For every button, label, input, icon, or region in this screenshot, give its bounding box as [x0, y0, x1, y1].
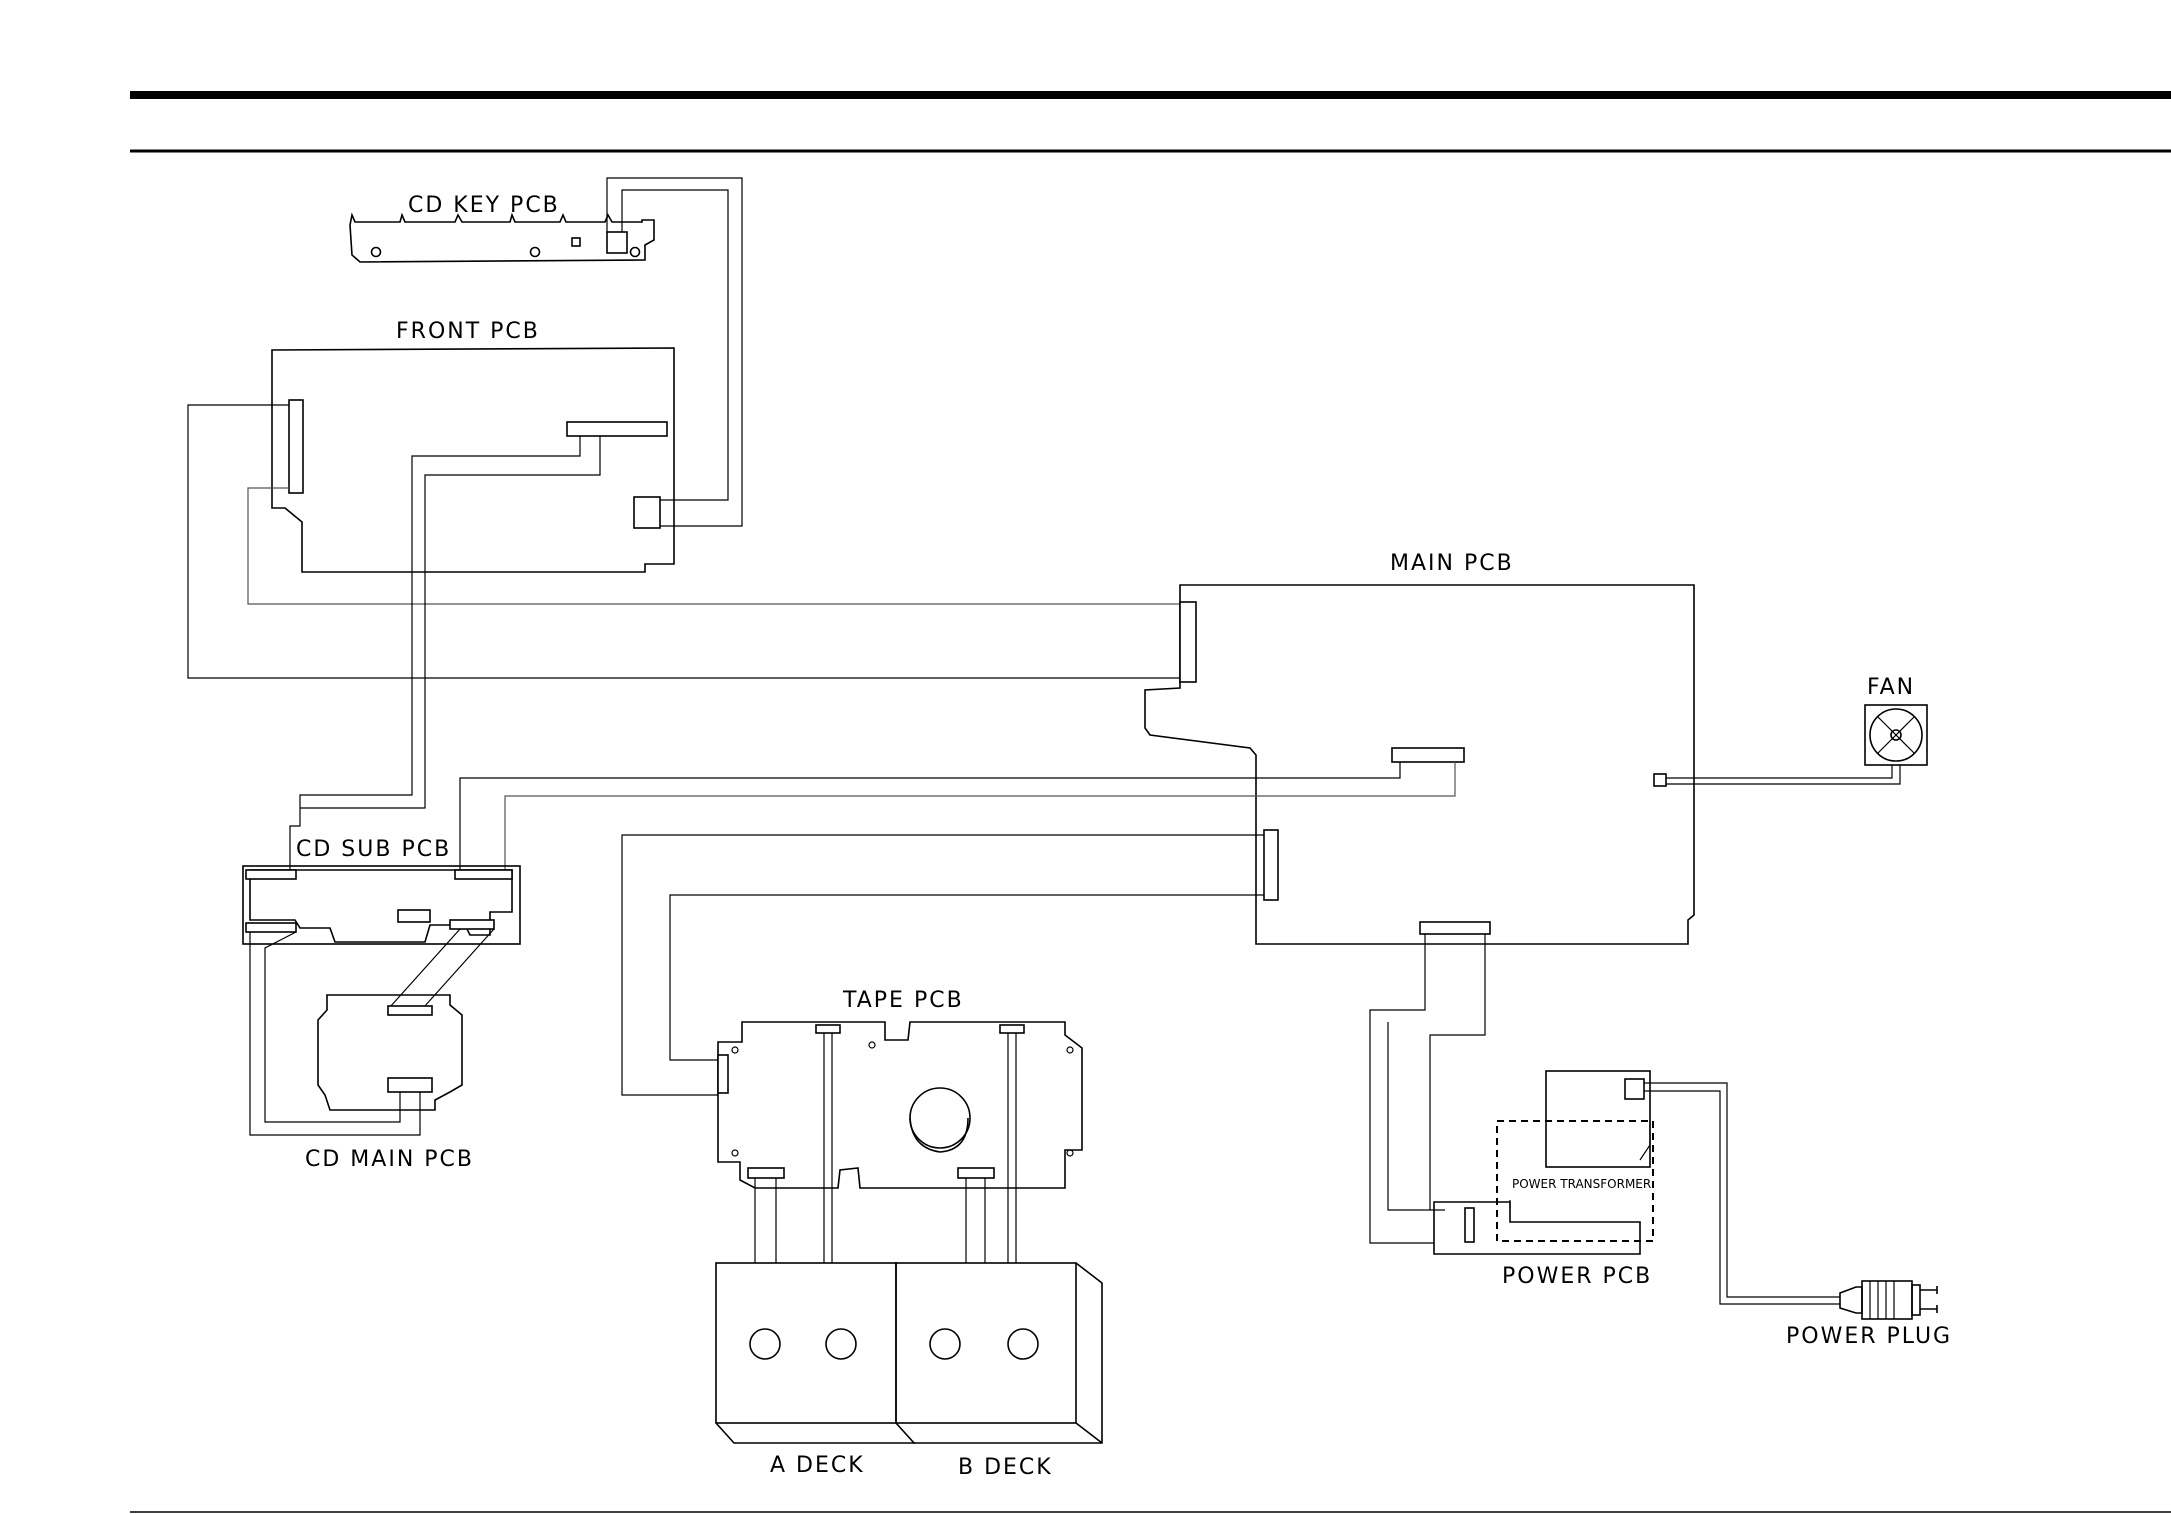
- a-deck-reel-right: [825, 1328, 857, 1360]
- front-pcb-connector-top: [566, 421, 668, 437]
- cd-main-pcb: [317, 994, 463, 1111]
- b-deck-reel-right: [1007, 1328, 1039, 1360]
- b-deck-reel-left: [929, 1328, 961, 1360]
- cd-key-connector: [606, 231, 628, 254]
- cd-main-connector-top: [387, 1005, 433, 1016]
- main-pcb-connector-tape: [1263, 829, 1279, 901]
- main-pcb-label: MAIN PCB: [1390, 551, 1514, 576]
- cd-sub-pcb-label: CD SUB PCB: [296, 837, 451, 862]
- cd-key-pcb-label: CD KEY PCB: [408, 193, 560, 218]
- front-pcb: [271, 347, 675, 573]
- front-pcb-connector-key: [633, 496, 661, 529]
- main-pcb-connector-front: [1179, 601, 1197, 683]
- power-pcb-connector: [1464, 1207, 1475, 1243]
- fan-icon: [1869, 708, 1923, 762]
- power-pcb: [1433, 1070, 1651, 1255]
- cd-key-pcb: [349, 212, 655, 263]
- tape-connector-main: [717, 1054, 729, 1094]
- tape-connector-top-left: [815, 1024, 841, 1034]
- power-plug: [1839, 1280, 1938, 1320]
- power-plug-label: POWER PLUG: [1786, 1324, 1952, 1349]
- cd-main-connector-bottom: [387, 1077, 433, 1093]
- main-pcb-connector-cdsub: [1391, 747, 1465, 763]
- cd-sub-pcb: [242, 865, 521, 945]
- tape-pcb-label: TAPE PCB: [842, 988, 964, 1013]
- a-deck-reel-left: [749, 1328, 781, 1360]
- a-deck-label: A DECK: [770, 1453, 865, 1478]
- tape-connector-bottom-left: [747, 1167, 785, 1179]
- tape-connector-top-right: [999, 1024, 1025, 1034]
- fan: [1864, 704, 1928, 766]
- main-pcb-connector-power: [1419, 921, 1491, 935]
- front-pcb-connector-left: [288, 399, 304, 494]
- main-pcb: [1144, 584, 1695, 945]
- power-transformer-connector: [1624, 1078, 1645, 1100]
- tape-connector-bottom-right: [957, 1167, 995, 1179]
- tape-pcb: [717, 1021, 1083, 1189]
- power-transformer-outline: [1496, 1120, 1654, 1242]
- fan-label: FAN: [1867, 675, 1915, 700]
- power-transformer-label: POWER TRANSFORMER: [1512, 1177, 1651, 1191]
- front-pcb-label: FRONT PCB: [396, 319, 540, 344]
- cd-sub-connector-lower: [245, 922, 297, 933]
- main-pcb-connector-fan: [1653, 773, 1667, 787]
- cd-main-pcb-label: CD MAIN PCB: [305, 1147, 474, 1172]
- power-pcb-label: POWER PCB: [1502, 1264, 1652, 1289]
- cd-sub-connector-front: [245, 869, 297, 880]
- a-deck: [715, 1262, 916, 1444]
- b-deck-label: B DECK: [958, 1455, 1053, 1480]
- b-deck: [895, 1262, 1103, 1444]
- cd-sub-connector-main: [454, 869, 513, 880]
- cd-sub-connector-cdmain: [449, 919, 495, 930]
